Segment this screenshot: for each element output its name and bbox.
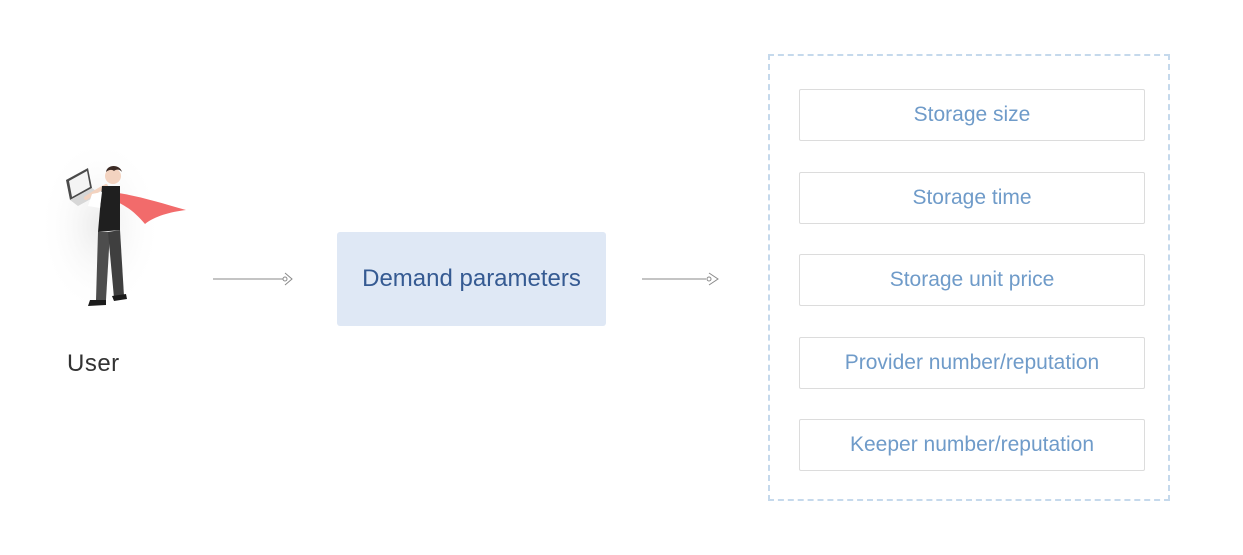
parameter-storage-size: Storage size [799, 89, 1145, 141]
parameter-provider-number-reputation: Provider number/reputation [799, 337, 1145, 389]
arrow-right-icon [213, 271, 295, 287]
user-superhero-laptop-icon [38, 145, 200, 330]
parameter-storage-time: Storage time [799, 172, 1145, 224]
demand-parameters-box: Demand parameters [337, 232, 606, 326]
parameter-keeper-number-reputation: Keeper number/reputation [799, 419, 1145, 471]
user-label: User [67, 350, 120, 377]
parameter-storage-unit-price: Storage unit price [799, 254, 1145, 306]
arrow-right-icon [642, 271, 724, 287]
demand-parameters-label: Demand parameters [362, 265, 581, 292]
parameters-group: Storage size Storage time Storage unit p… [768, 54, 1170, 501]
